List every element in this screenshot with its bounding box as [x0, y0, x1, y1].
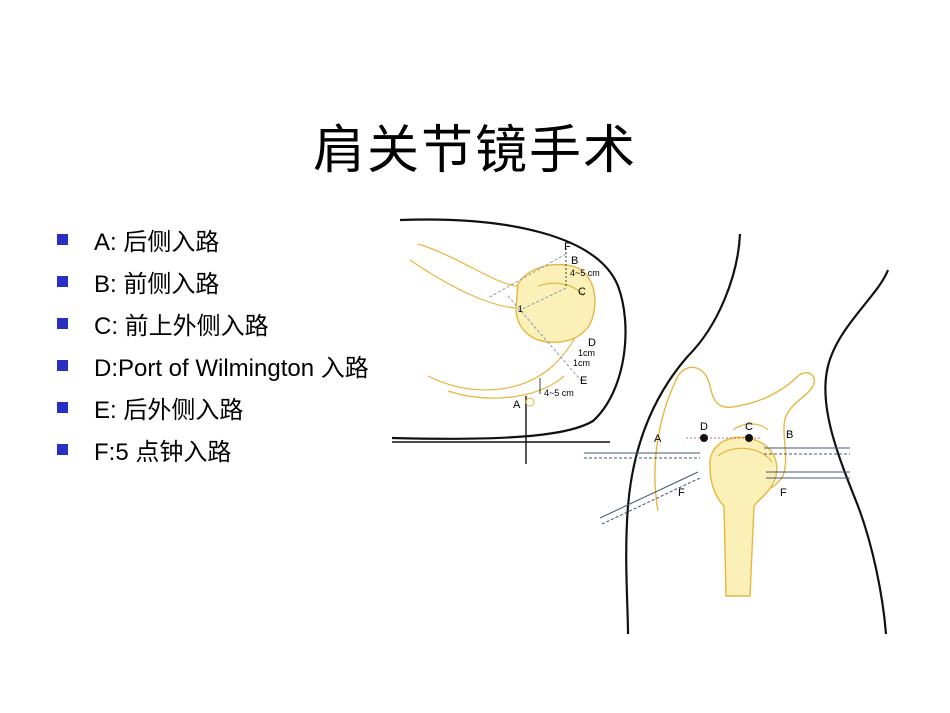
top-scapula-edge-2: [447, 375, 565, 399]
top-portal-line-c: [515, 287, 567, 313]
front-label-f-left: F: [678, 487, 685, 499]
top-label-dist-d1: 1cm: [578, 348, 595, 358]
front-portal-d-dot: [700, 434, 708, 442]
bullet-item-c: C: 前上外侧入路: [57, 302, 369, 344]
top-view-shoulder: F B 4~5 cm C 1 D 1cm 1cm E 4~5 cm A: [391, 218, 627, 464]
bullet-square-icon: [57, 401, 68, 413]
top-body-outline: [391, 218, 627, 440]
bullet-square-icon: [57, 275, 68, 287]
top-label-d: D: [588, 337, 596, 349]
bullet-item-b: B: 前侧入路: [57, 260, 369, 302]
bullet-item-a: A: 后侧入路: [57, 218, 369, 260]
shoulder-anatomy-drawing: F B 4~5 cm C 1 D 1cm 1cm E 4~5 cm A: [388, 216, 890, 635]
bullet-text: D:Port of Wilmington 入路: [94, 354, 369, 382]
bullet-text: C: 前上外侧入路: [94, 312, 269, 340]
front-glenoid: [732, 423, 769, 431]
figure-background: [388, 216, 628, 456]
bullet-list: A: 后侧入路 B: 前侧入路 C: 前上外侧入路 D:Port of Wilm…: [57, 218, 369, 470]
top-label-dist-side: 1: [518, 304, 523, 314]
front-body-left-outline: [625, 233, 742, 635]
bullet-square-icon: [57, 443, 68, 455]
bullet-square-icon: [57, 317, 68, 329]
front-portal-c-dot: [745, 434, 753, 442]
top-label-e: E: [580, 375, 587, 387]
front-humerus: [709, 436, 778, 597]
front-scapula-outline: [677, 366, 815, 492]
front-label-c: C: [745, 421, 753, 433]
bullet-item-d: D:Port of Wilmington 入路: [57, 344, 369, 386]
top-label-f: F: [564, 241, 571, 253]
bullet-text: E: 后外侧入路: [94, 396, 244, 424]
front-label-b: B: [786, 429, 793, 441]
front-view-shoulder: A D C B F F: [584, 233, 890, 635]
slide-title: 肩关节镜手术: [312, 121, 637, 181]
top-label-dist-bc: 4~5 cm: [570, 268, 600, 278]
shoulder-portal-illustration: F B 4~5 cm C 1 D 1cm 1cm E 4~5 cm A: [388, 216, 950, 636]
bullet-square-icon: [57, 233, 68, 245]
top-label-b: B: [571, 255, 578, 267]
front-label-d: D: [700, 421, 708, 433]
front-scope-f-2: [601, 477, 701, 525]
top-label-dist-d2: 1cm: [573, 358, 590, 368]
top-label-dist-a: 4~5 cm: [544, 388, 574, 398]
top-humeral-head: [515, 263, 596, 343]
top-label-c: C: [578, 286, 586, 298]
top-label-a: A: [513, 399, 521, 411]
bullet-text: B: 前侧入路: [94, 270, 220, 298]
top-portal-a-mark: [525, 397, 535, 407]
top-acromion: [537, 282, 585, 297]
front-scapula-lateral: [654, 375, 679, 512]
bullet-square-icon: [57, 359, 68, 371]
bullet-item-f: F:5 点钟入路: [57, 428, 369, 470]
front-label-a: A: [654, 433, 662, 445]
bullet-text: F:5 点钟入路: [94, 438, 232, 466]
front-humeral-head-cap: [717, 447, 773, 463]
front-label-f-right: F: [780, 487, 787, 499]
bullet-item-e: E: 后外侧入路: [57, 386, 369, 428]
front-body-right-outline: [824, 269, 890, 635]
top-portal-line-e: [507, 295, 585, 385]
front-scope-f-1: [599, 471, 699, 519]
bullet-text: A: 后侧入路: [94, 228, 220, 256]
